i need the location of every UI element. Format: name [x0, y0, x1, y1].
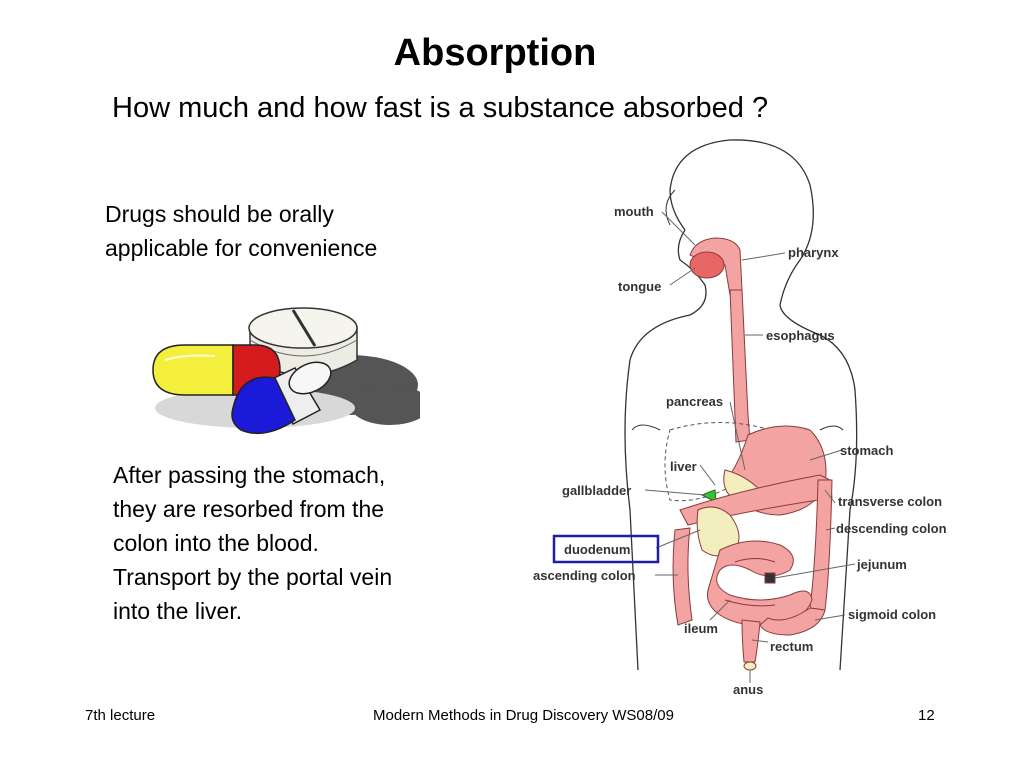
- text-line: colon into the blood.: [113, 530, 319, 556]
- digestive-system-diagram: mouth pharynx tongue esophagus pancreas …: [533, 139, 947, 697]
- drugs-text: Drugs should be orally applicable for co…: [105, 197, 377, 265]
- text-line: they are resorbed from the: [113, 496, 385, 522]
- label-ileum: ileum: [684, 621, 718, 636]
- ascending-colon-organ: [672, 527, 693, 626]
- text-line: applicable for convenience: [105, 235, 378, 261]
- label-esophagus: esophagus: [766, 328, 835, 343]
- slide-subtitle: How much and how fast is a substance abs…: [112, 92, 769, 124]
- blue-white-capsule: [231, 361, 332, 435]
- footer-page-number: 12: [918, 707, 935, 724]
- label-liver: liver: [670, 459, 697, 474]
- footer-lecture: 7th lecture: [85, 707, 156, 724]
- label-sigmoid-colon: sigmoid colon: [848, 607, 936, 622]
- label-ascending-colon: ascending colon: [533, 568, 636, 583]
- text-line: Drugs should be orally: [105, 201, 334, 227]
- label-gallbladder: gallbladder: [562, 483, 631, 498]
- label-pancreas: pancreas: [666, 394, 723, 409]
- esophagus-organ: [729, 289, 751, 443]
- sigmoid-colon-organ: [759, 607, 826, 636]
- label-tongue: tongue: [618, 279, 661, 294]
- yellow-red-capsule: [152, 344, 281, 396]
- rectum-organ: [741, 619, 761, 663]
- text-line: into the liver.: [113, 598, 243, 624]
- tongue-organ: [689, 251, 725, 279]
- label-descending-colon: descending colon: [836, 521, 947, 536]
- label-mouth: mouth: [614, 204, 654, 219]
- label-stomach: stomach: [840, 443, 894, 458]
- body-outline: [669, 139, 858, 671]
- text-line: After passing the stomach,: [113, 462, 386, 488]
- anus-organ: [743, 661, 757, 671]
- pills-illustration: [152, 307, 420, 435]
- label-rectum: rectum: [770, 639, 813, 654]
- small-intestine-organ: [707, 540, 813, 626]
- slide-title: Absorption: [393, 32, 597, 74]
- label-pharynx: pharynx: [788, 245, 839, 260]
- label-jejunum: jejunum: [856, 557, 907, 572]
- gallbladder-organ: [700, 489, 717, 503]
- leader-lines: [644, 211, 856, 683]
- duodenum-highlight-box: [552, 534, 660, 564]
- label-anus: anus: [733, 682, 763, 697]
- text-line: Transport by the portal vein: [113, 564, 393, 590]
- label-duodenum: duodenum: [564, 542, 630, 557]
- footer-course: Modern Methods in Drug Discovery WS08/09: [373, 707, 674, 724]
- label-transverse-colon: transverse colon: [838, 494, 942, 509]
- stomach-text: After passing the stomach, they are reso…: [113, 458, 392, 628]
